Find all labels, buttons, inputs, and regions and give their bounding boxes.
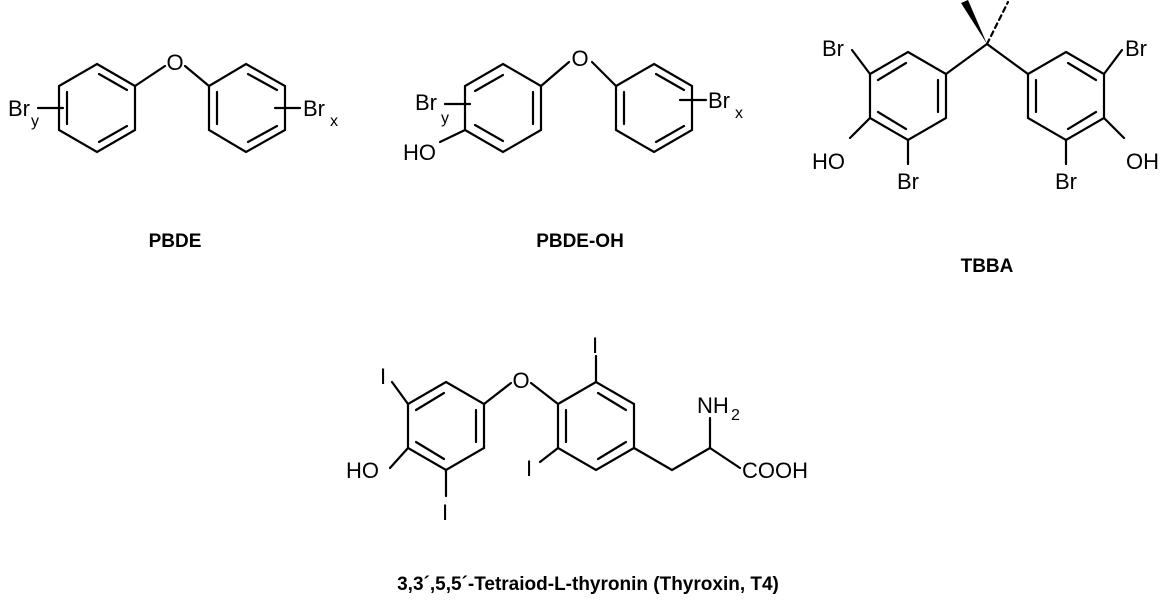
pbde-oh-ho-bond bbox=[438, 128, 467, 144]
tbba-oh-bond bbox=[1102, 116, 1126, 140]
pbde-bond-o-right bbox=[183, 64, 211, 88]
thyroxin-hydroxyl: HO bbox=[346, 458, 379, 483]
pbde-oh-br-right: Br bbox=[708, 88, 730, 113]
thyroxin-ho-bond bbox=[388, 446, 410, 470]
pbde-br-left-sub: y bbox=[31, 113, 39, 130]
caption-pbde: PBDE bbox=[149, 231, 202, 252]
pbde-right-ring bbox=[207, 62, 287, 154]
pbde-br-left: Br bbox=[8, 96, 30, 121]
pbde-bond-o-left bbox=[133, 64, 167, 88]
thyroxin-amine: NH bbox=[697, 393, 729, 418]
thyroxin-cooh-bond bbox=[708, 446, 742, 470]
tbba-bond-left bbox=[944, 42, 989, 76]
tbba-br-bottom-left: Br bbox=[897, 169, 919, 194]
pbde-oh-right-ring bbox=[614, 62, 694, 154]
thyroxin-carboxyl: COOH bbox=[742, 458, 808, 483]
tbba-br-top-right: Br bbox=[1125, 36, 1147, 61]
pbde-oh-hydroxyl: HO bbox=[403, 140, 436, 165]
thyroxin-ch2-bond bbox=[632, 446, 674, 472]
tbba-hydroxyl-left: HO bbox=[812, 149, 845, 174]
thyroxin-i4-bond bbox=[538, 446, 560, 464]
tbba-bond-right bbox=[985, 42, 1030, 76]
caption-pbde-oh: PBDE-OH bbox=[536, 231, 624, 252]
caption-thyroxin: 3,3´,5,5´-Tetraiod-L-thyronin (Thyroxin,… bbox=[397, 574, 779, 595]
pbde-oh-br-right-sub: x bbox=[735, 105, 743, 122]
thyroxin-iodine-4: I bbox=[526, 456, 532, 481]
thyroxin-left-ring bbox=[406, 380, 486, 472]
thyroxin-right-ring bbox=[556, 380, 636, 472]
pbde-oh-oxygen: O bbox=[571, 46, 588, 71]
pbde-br-right-sub: x bbox=[330, 113, 338, 130]
structure-pbde: O Br y Br x PBDE bbox=[8, 50, 338, 252]
tbba-br-tl-bond bbox=[850, 48, 872, 76]
pbde-br-right: Br bbox=[303, 96, 325, 121]
structure-tbba: Br Br HO OH Br Br TBBA bbox=[812, 0, 1159, 277]
tbba-hydroxyl-right: OH bbox=[1126, 149, 1159, 174]
thyroxin-bond-o-right bbox=[529, 381, 560, 406]
pbde-oxygen: O bbox=[166, 50, 183, 75]
thyroxin-iodine-2: I bbox=[592, 333, 598, 358]
thyroxin-calpha-bond bbox=[670, 446, 712, 472]
tbba-left-ring bbox=[868, 50, 948, 142]
thyroxin-i1-bond bbox=[390, 380, 410, 406]
pbde-oh-br-left-sub: y bbox=[441, 110, 449, 127]
pbde-oh-br-left: Br bbox=[415, 90, 437, 115]
thyroxin-amine-sub: 2 bbox=[731, 407, 740, 424]
thyroxin-bond-o-left bbox=[482, 381, 513, 406]
tbba-hashed-bond bbox=[985, 0, 1010, 46]
thyroxin-iodine-1: I bbox=[380, 364, 386, 389]
tbba-br-bottom-right: Br bbox=[1055, 169, 1077, 194]
tbba-wedge-bond bbox=[961, 0, 987, 44]
thyroxin-iodine-3: I bbox=[442, 500, 448, 525]
pbde-oh-bond-o-right bbox=[590, 60, 618, 88]
thyroxin-oxygen: O bbox=[512, 368, 529, 393]
structure-thyroxin: O I I I I HO NH 2 COOH 3,3´,5,5´-Tetraio… bbox=[346, 333, 808, 595]
tbba-br-top-left: Br bbox=[822, 36, 844, 61]
tbba-ho-bond bbox=[848, 116, 872, 140]
caption-tbba: TBBA bbox=[961, 256, 1014, 277]
pbde-left-ring bbox=[57, 62, 137, 154]
pbde-oh-bond-o-left bbox=[539, 60, 571, 88]
tbba-right-ring bbox=[1026, 50, 1106, 142]
tbba-br-tr-bond bbox=[1102, 48, 1124, 76]
structure-pbde-oh: O Br y HO Br x PBDE-OH bbox=[403, 46, 743, 252]
pbde-oh-left-ring bbox=[463, 62, 543, 154]
